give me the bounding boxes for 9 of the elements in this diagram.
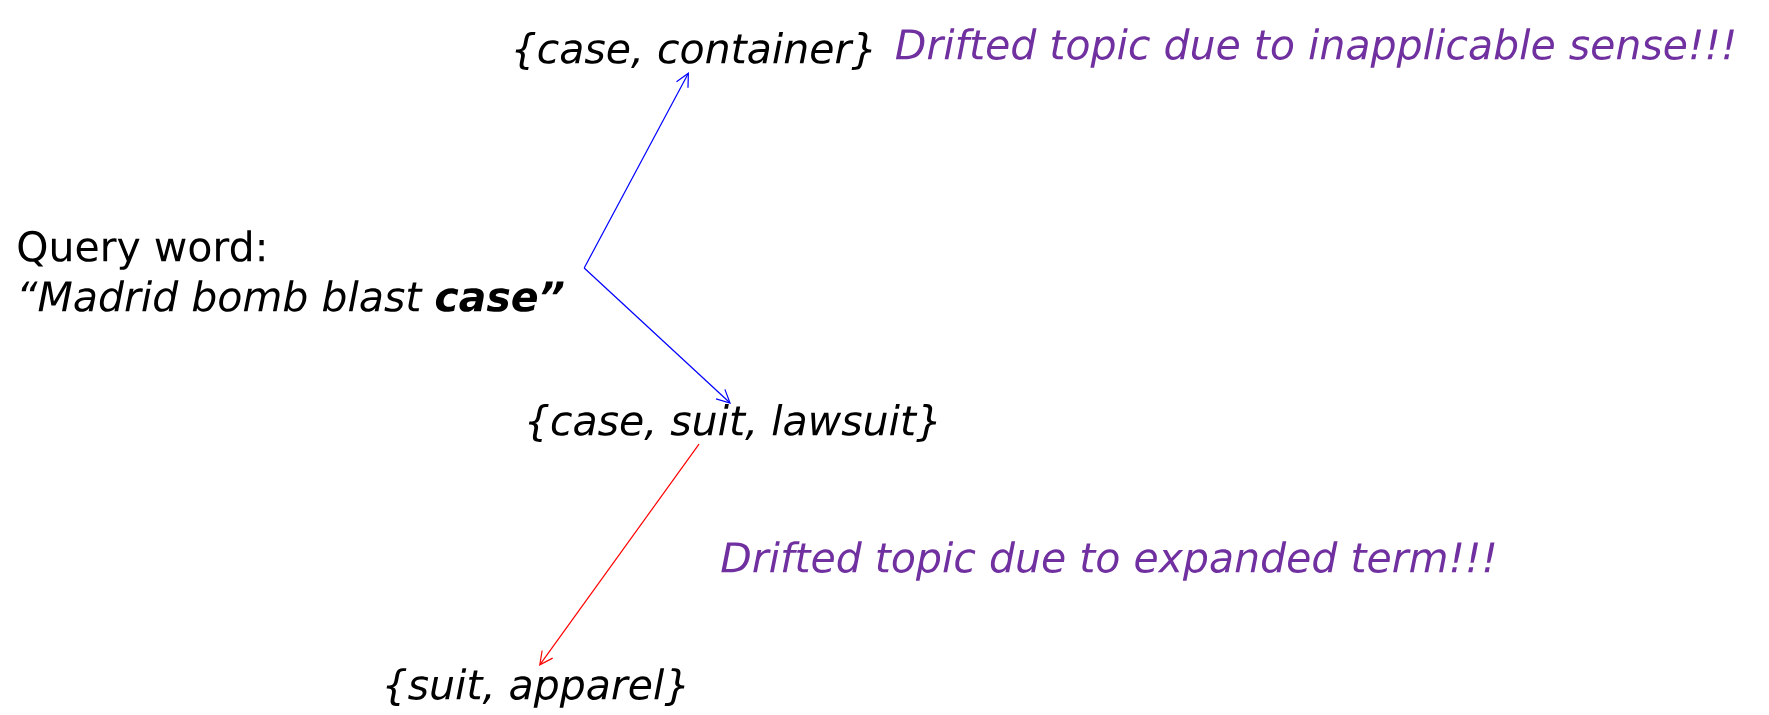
query-text: Query word: “Madrid bomb blast case” (18, 230, 564, 312)
arrow (539, 443, 700, 666)
synset-label: {suit, apparel} (386, 668, 685, 708)
annotation-text: Drifted topic due to inapplicable sense!!! (895, 28, 1734, 68)
arrow (583, 267, 731, 404)
arrow (583, 72, 689, 269)
annotation-text: Drifted topic due to expanded term!!! (721, 541, 1495, 581)
synset-label: {case, suit, lawsuit} (528, 404, 937, 442)
synset-label: {case, container} (515, 32, 872, 70)
